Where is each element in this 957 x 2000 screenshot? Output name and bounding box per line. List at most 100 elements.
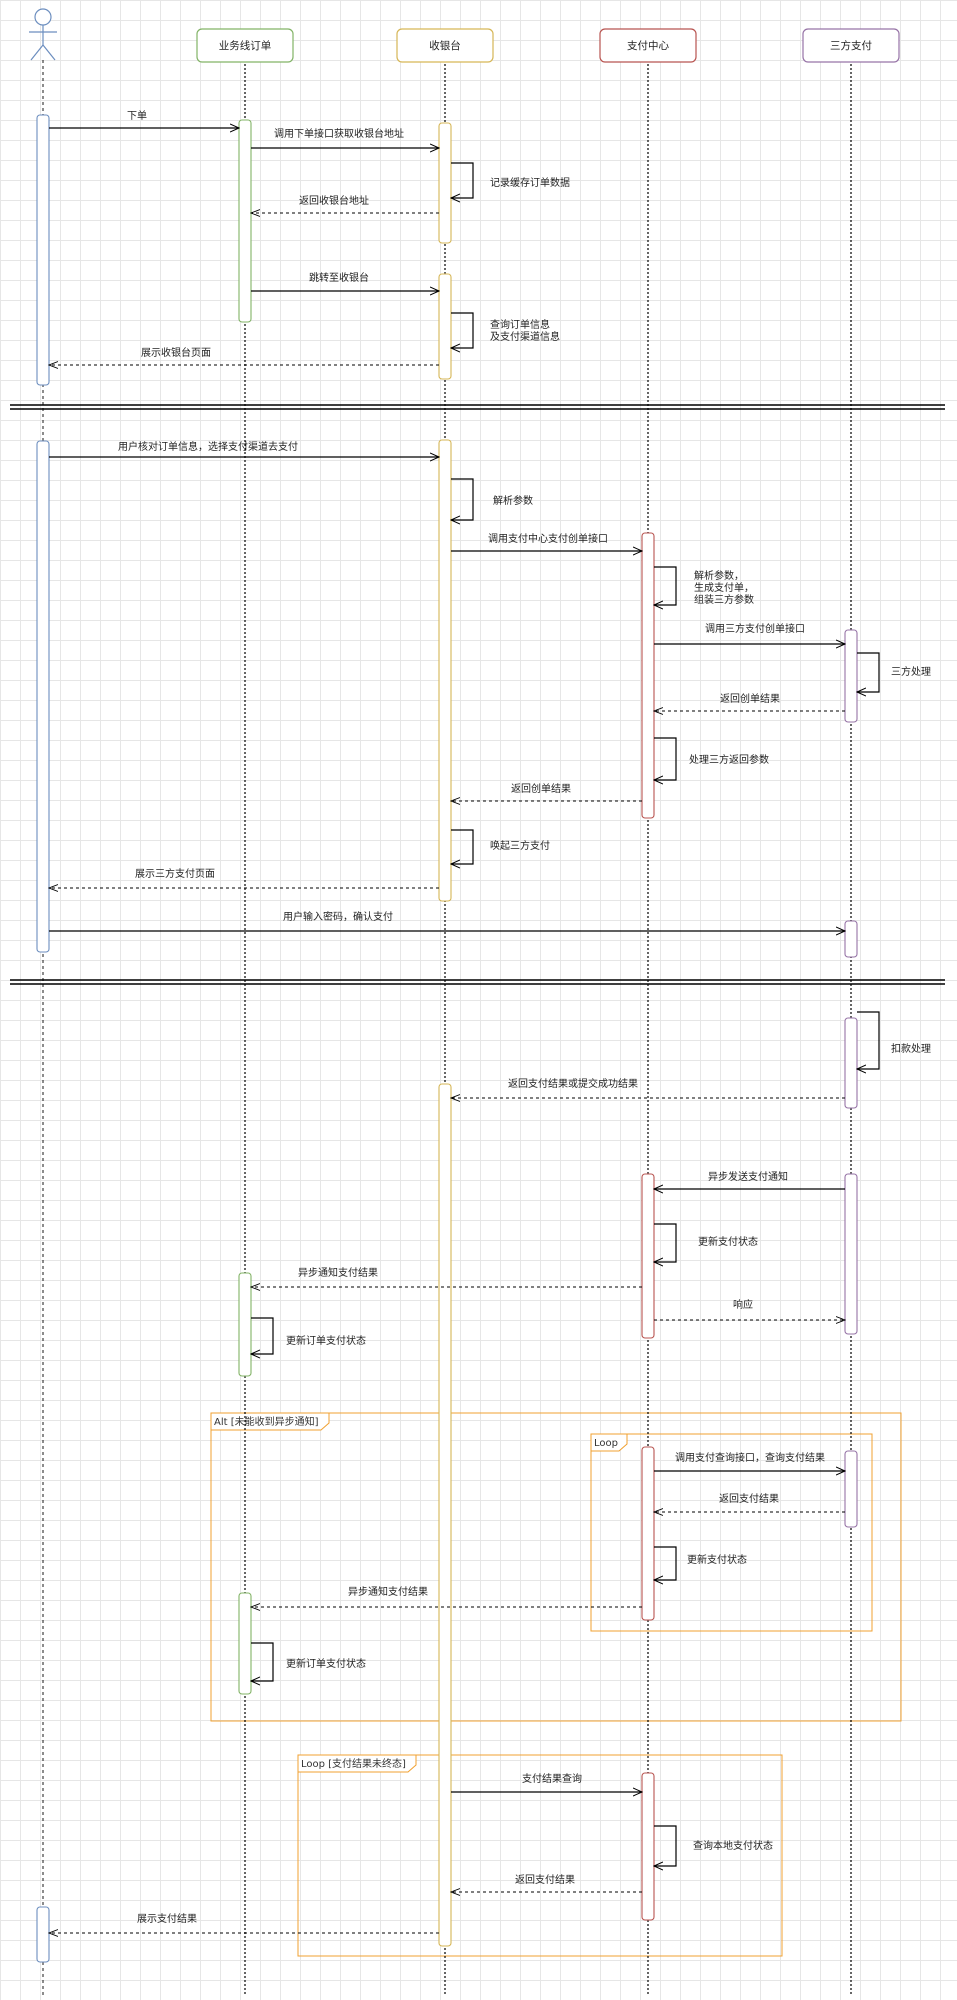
- actor-leg: [30, 44, 44, 61]
- activation-bar: [844, 1173, 858, 1335]
- self-call-arrow: [451, 312, 474, 348]
- message-label: 调用下单接口获取收银台地址: [274, 127, 404, 140]
- self-call-arrow: [654, 1825, 677, 1866]
- self-call: 查询订单信息及支付渠道信息: [451, 312, 560, 348]
- return-message: 返回支付结果: [451, 1873, 642, 1892]
- message-label: 查询订单信息及支付渠道信息: [490, 318, 560, 343]
- message-label: 用户输入密码，确认支付: [283, 910, 393, 923]
- fragment-tab: [590, 1433, 628, 1452]
- message-label: 更新订单支付状态: [286, 1334, 366, 1347]
- return-message: 展示支付结果: [49, 1912, 439, 1933]
- fragment-tab: [297, 1754, 417, 1773]
- return-message: 响应: [654, 1298, 845, 1320]
- call-message: 支付结果查询: [451, 1772, 642, 1792]
- fragment-frame: [297, 1754, 783, 1957]
- participant-box: [599, 28, 697, 63]
- user-actor: [29, 8, 57, 61]
- call-message: 下单: [49, 110, 239, 128]
- activation-bar: [844, 1017, 858, 1109]
- activation-bar: [238, 1592, 252, 1695]
- return-message: 异步通知支付结果: [251, 1266, 642, 1287]
- participant-head: 收银台: [396, 28, 494, 63]
- call-message: 调用支付查询接口，查询支付结果: [654, 1451, 845, 1471]
- self-call-arrow: [857, 1011, 880, 1069]
- message-label: 返回创单结果: [720, 692, 780, 705]
- activation-bar: [438, 1083, 452, 1947]
- activation-bar: [641, 532, 655, 819]
- return-message: 返回创单结果: [654, 692, 845, 711]
- activation-bar: [844, 629, 858, 723]
- self-call: 扣款处理: [857, 1011, 931, 1069]
- message-label: 展示收银台页面: [141, 346, 211, 359]
- self-call-arrow: [251, 1317, 274, 1354]
- message-label: 异步通知支付结果: [348, 1585, 428, 1598]
- message-label: 解析参数: [493, 494, 533, 507]
- self-call-arrow: [654, 566, 677, 605]
- fragment-frame: [590, 1433, 873, 1632]
- self-call-arrow: [451, 162, 474, 198]
- activation-bar: [238, 1272, 252, 1377]
- participant-box: [802, 28, 900, 63]
- self-call-arrow: [654, 1223, 677, 1262]
- fragment-frame: [210, 1412, 902, 1722]
- message-label: 返回支付结果: [515, 1873, 575, 1886]
- activation-bar: [238, 119, 252, 323]
- fragment-tab: [210, 1412, 330, 1431]
- message-label: 展示三方支付页面: [135, 867, 215, 880]
- self-call: 三方处理: [857, 652, 931, 692]
- fragment-label: Loop: [594, 1438, 618, 1449]
- call-message: 用户输入密码，确认支付: [49, 910, 845, 931]
- self-call: 查询本地支付状态: [654, 1825, 773, 1866]
- self-call: 唤起三方支付: [451, 829, 550, 864]
- participant-label: 收银台: [429, 39, 461, 52]
- self-call: 解析参数: [451, 478, 533, 520]
- message-label: 返回创单结果: [511, 782, 571, 795]
- activation-bar: [438, 122, 452, 244]
- self-call-arrow: [451, 829, 474, 864]
- participant-box: [196, 28, 294, 63]
- self-call: 处理三方返回参数: [654, 737, 769, 780]
- call-message: 调用支付中心支付创单接口: [451, 532, 642, 551]
- call-message: 调用三方支付创单接口: [654, 622, 845, 644]
- actor-head: [34, 8, 52, 26]
- activation-bar: [438, 439, 452, 902]
- actor-leg: [42, 44, 56, 61]
- message-label: 更新支付状态: [687, 1553, 747, 1566]
- activation-bar: [641, 1173, 655, 1339]
- participant-label: 支付中心: [627, 39, 669, 52]
- message-label: 异步通知支付结果: [298, 1266, 378, 1279]
- self-call: 解析参数，生成支付单，组装三方参数: [654, 566, 754, 606]
- message-label: 三方处理: [891, 665, 931, 678]
- call-message: 异步发送支付通知: [654, 1170, 845, 1189]
- call-message: 跳转至收银台: [251, 271, 439, 291]
- self-call: 记录缓存订单数据: [451, 162, 570, 198]
- return-message: 展示收银台页面: [49, 346, 439, 365]
- activation-bar: [641, 1772, 655, 1921]
- fragment-label: Loop [支付结果未终态]: [301, 1757, 406, 1770]
- activation-bar: [641, 1446, 655, 1621]
- message-label: 异步发送支付通知: [708, 1170, 788, 1183]
- message-label: 返回收银台地址: [299, 194, 369, 207]
- message-label: 解析参数，生成支付单，组装三方参数: [694, 569, 754, 606]
- activation-bar: [438, 273, 452, 380]
- message-label: 用户核对订单信息，选择支付渠道去支付: [118, 440, 298, 453]
- message-label: 调用支付中心支付创单接口: [488, 532, 608, 545]
- message-label: 记录缓存订单数据: [490, 176, 570, 189]
- message-label: 下单: [127, 110, 147, 122]
- self-call-arrow: [451, 478, 474, 520]
- call-message: 用户核对订单信息，选择支付渠道去支付: [49, 440, 439, 457]
- activation-bar: [844, 1450, 858, 1528]
- participant-box: [396, 28, 494, 63]
- message-label: 响应: [733, 1298, 753, 1311]
- return-message: 返回支付结果: [654, 1492, 845, 1512]
- return-message: 返回创单结果: [451, 782, 642, 801]
- self-call: 更新订单支付状态: [251, 1642, 366, 1681]
- message-label: 调用支付查询接口，查询支付结果: [675, 1451, 825, 1464]
- message-label: 返回支付结果: [719, 1492, 779, 1505]
- return-message: 返回支付结果或提交成功结果: [451, 1077, 845, 1098]
- activation-bar: [36, 1906, 50, 1963]
- message-label: 更新订单支付状态: [286, 1657, 366, 1670]
- self-call-arrow: [654, 1546, 677, 1580]
- fragment-label: Alt [未能收到异步通知]: [214, 1415, 319, 1428]
- fragment-box: Loop: [590, 1433, 873, 1632]
